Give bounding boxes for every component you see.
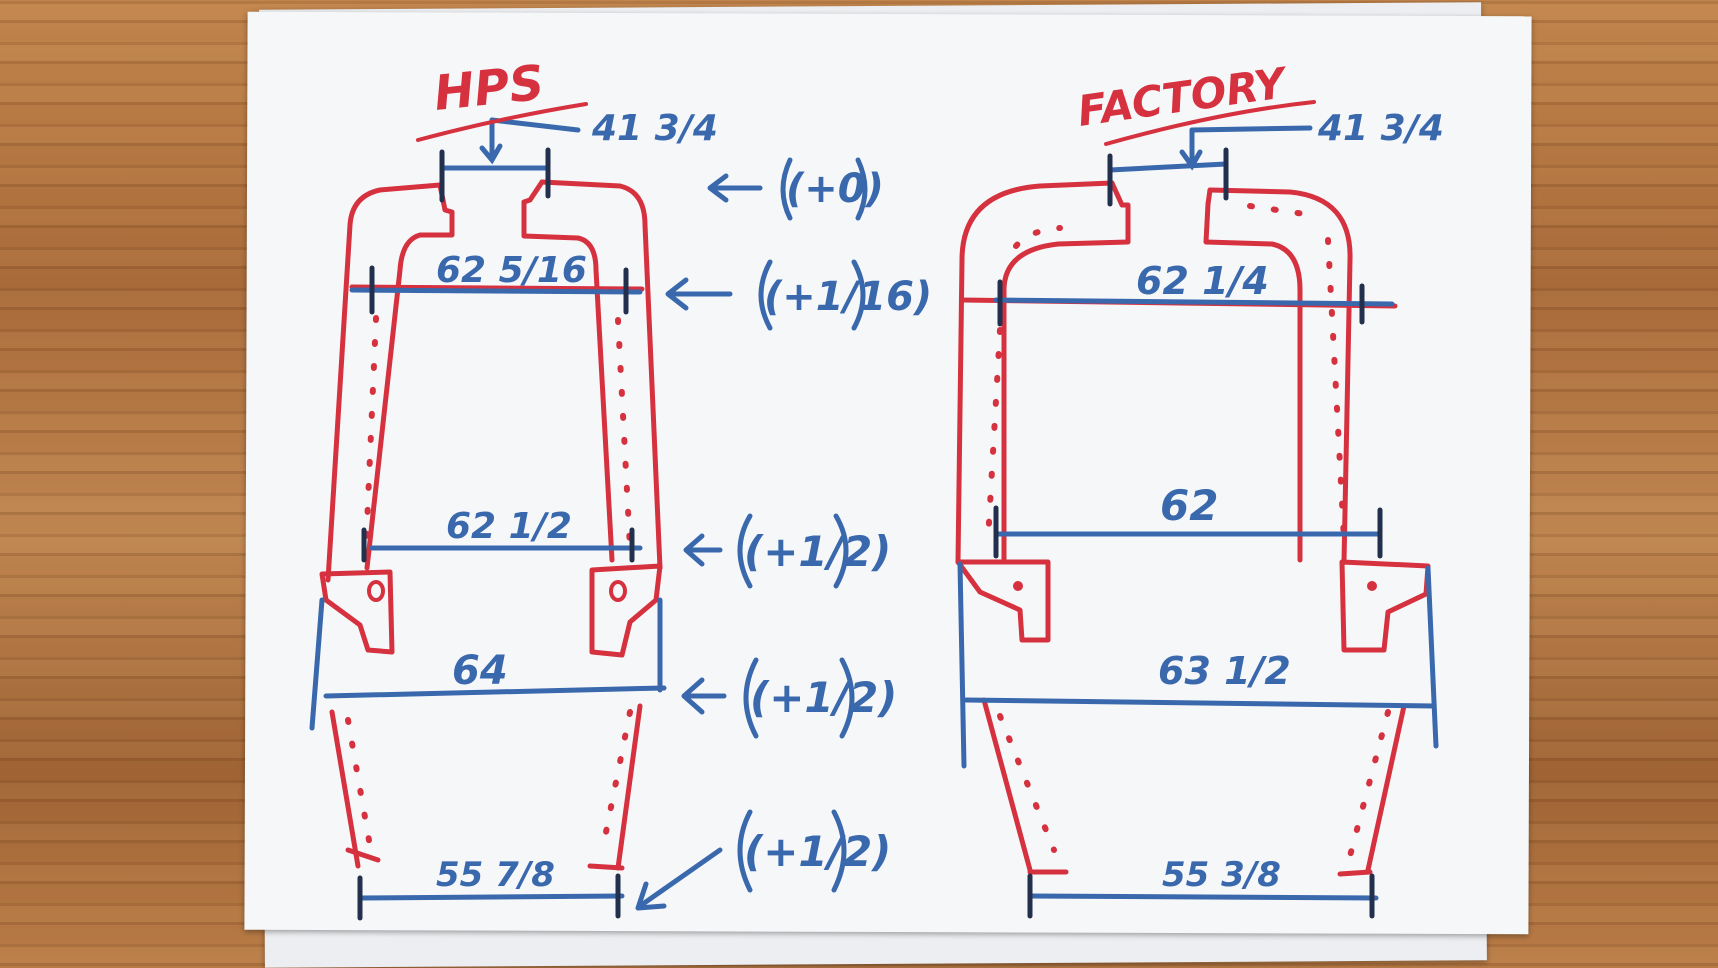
hps-measure-lines	[323, 117, 667, 921]
hps-width-2: 62 1/2	[446, 506, 572, 547]
difference-arrows	[635, 173, 763, 911]
hps-width-3: 64	[452, 648, 508, 694]
factory-blue-edges	[957, 561, 1439, 769]
difference-2: (+1/16)	[764, 274, 932, 320]
hps-title-underline	[416, 102, 588, 142]
factory-width-2: 62	[1160, 481, 1218, 530]
hps-blue-edges	[309, 597, 663, 731]
hps-dotted-lines	[345, 315, 633, 855]
hps-duct-outline	[319, 179, 663, 871]
factory-measure-lines	[963, 125, 1437, 919]
factory-width-4: 55 3/8	[1162, 855, 1281, 895]
factory-flange-holes	[1013, 581, 1377, 591]
hps-width-1: 62 5/16	[436, 250, 587, 291]
difference-3: (+1/2)	[744, 527, 891, 576]
difference-4: (+1/2)	[750, 673, 897, 722]
factory-title-underline	[1104, 100, 1316, 146]
hps-title: HPS	[431, 55, 546, 122]
difference-5: (+1/2)	[744, 827, 891, 876]
factory-dotted-lines	[985, 203, 1391, 859]
hps-width-4: 55 7/8	[436, 855, 555, 895]
difference-parentheses	[737, 157, 868, 893]
difference-1: (+0)	[786, 166, 884, 212]
factory-top-width: 41 3/4	[1317, 108, 1444, 149]
hps-top-width: 41 3/4	[591, 108, 718, 149]
hps-flange-holes	[367, 580, 627, 602]
factory-width-1: 62 1/4	[1136, 259, 1269, 303]
factory-width-3: 63 1/2	[1158, 649, 1291, 693]
